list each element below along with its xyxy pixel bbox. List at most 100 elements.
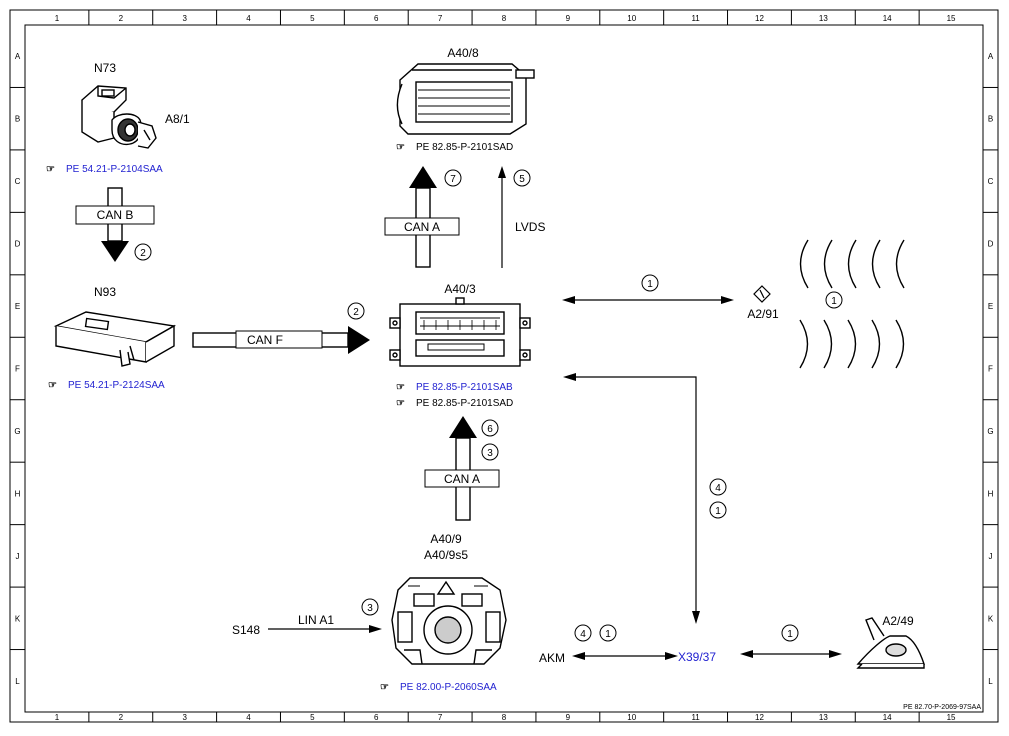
bus-lvds: LVDS (515, 220, 545, 234)
bus-lin-a1: LIN A1 (298, 613, 334, 627)
marker-can-a-bottom-2-text: 3 (487, 448, 493, 459)
bus-can-a-top: CAN A (404, 220, 440, 234)
grid-label: D (15, 240, 21, 249)
marker-a2-49-link-text: 1 (787, 629, 793, 640)
roof-antenna-image (856, 617, 925, 669)
grid-label: 5 (310, 14, 315, 23)
link-x39-37[interactable]: X39/37 (678, 650, 716, 664)
grid-label: H (15, 489, 21, 498)
marker-can-a-bottom-1-text: 6 (487, 424, 493, 435)
grid-label: L (988, 677, 993, 686)
grid-label: 5 (310, 713, 315, 722)
grid-label: 12 (755, 14, 764, 23)
label-s148: S148 (232, 623, 260, 637)
grid-label: A (988, 52, 994, 61)
grid-label: 8 (502, 14, 507, 23)
ref-a40-8-text: PE 82.85-P-2101SAD (416, 142, 513, 153)
ref-a40-9-link[interactable]: PE 82.00-P-2060SAA (400, 682, 497, 693)
marker-x39-vertical-1 (709, 478, 727, 496)
grid-label: A (15, 52, 21, 61)
ref-n93-link[interactable]: PE 54.21-P-2124SAA (68, 380, 165, 391)
grid-label: B (988, 115, 993, 124)
ref-a40-3-link[interactable]: PE 82.85-P-2101SAB (416, 382, 513, 393)
marker-can-b (134, 243, 152, 261)
grid-label: E (988, 302, 993, 311)
grid-label: K (988, 614, 994, 623)
marker-akm-1-text: 4 (580, 629, 586, 640)
inner-border (24, 24, 984, 713)
grid-label: 10 (627, 14, 636, 23)
can-a-bottom-arrow: CAN A (424, 416, 500, 521)
ignition-lock-image (81, 85, 157, 149)
link-akm (572, 652, 678, 660)
grid-label: F (988, 365, 993, 374)
grid-label: 15 (947, 713, 956, 722)
head-unit-a40-3-image (389, 297, 531, 367)
ref-n93: ☞ PE 54.21-P-2124SAA (48, 380, 165, 391)
label-a8-1: A8/1 (165, 112, 190, 126)
marker-can-a-top-text: 7 (450, 174, 456, 185)
grid-label: 8 (502, 713, 507, 722)
label-n93: N93 (94, 285, 116, 299)
marker-can-a-top (444, 169, 462, 187)
link-a2-91 (562, 296, 734, 304)
marker-can-b-text: 2 (140, 248, 146, 259)
document-id: PE 82.70-P-2069-97SAA (903, 704, 981, 711)
marker-can-a-bottom-1 (481, 419, 499, 437)
ref-a40-3-text: PE 82.85-P-2101SAD (416, 398, 513, 409)
marker-x39-vertical-2 (709, 501, 727, 519)
grid-label: 11 (691, 713, 700, 722)
grid-label: 13 (819, 713, 828, 722)
label-n73: N73 (94, 61, 116, 75)
label-a40-9s5: A40/9s5 (424, 548, 468, 562)
grid-label: 9 (566, 713, 571, 722)
bus-can-a-bottom: CAN A (444, 472, 480, 486)
marker-can-f-text: 2 (353, 307, 359, 318)
n93-module-image (53, 311, 177, 367)
grid-label: 14 (883, 713, 892, 722)
marker-can-a-bottom-2 (481, 443, 499, 461)
book-icon: ☞ (46, 164, 55, 175)
grid-label: 13 (819, 14, 828, 23)
book-icon: ☞ (396, 398, 405, 409)
book-icon: ☞ (396, 382, 405, 393)
grid-label: 2 (119, 14, 124, 23)
grid-label: G (14, 427, 20, 436)
marker-lvds-text: 5 (519, 174, 525, 185)
ref-n73: ☞ PE 54.21-P-2104SAA (46, 164, 163, 175)
book-icon: ☞ (48, 380, 57, 391)
ref-n73-link[interactable]: PE 54.21-P-2104SAA (66, 164, 163, 175)
marker-lin-text: 3 (367, 603, 373, 614)
ref-a40-8: ☞ PE 82.85-P-2101SAD (396, 142, 513, 153)
grid-label: 2 (119, 713, 124, 722)
grid-labels: 1122334455667788991010111112121313141415… (14, 14, 993, 722)
grid-label: 12 (755, 713, 764, 722)
marker-can-f (347, 302, 365, 320)
book-icon: ☞ (380, 682, 389, 693)
grid-label: C (15, 177, 21, 186)
grid-label: D (988, 240, 994, 249)
grid-label: 6 (374, 713, 379, 722)
grid-label: 4 (246, 713, 251, 722)
marker-a2-49-link (781, 624, 799, 642)
link-x39-37-vertical (563, 373, 700, 624)
lin-a1-arrow (268, 625, 382, 633)
label-a40-9: A40/9 (430, 532, 462, 546)
marker-waves-text: 1 (831, 296, 837, 307)
bus-can-f: CAN F (247, 333, 283, 347)
label-a2-91: A2/91 (747, 307, 779, 321)
grid-label: 3 (182, 14, 187, 23)
grid-label: 4 (246, 14, 251, 23)
grid-label: L (15, 677, 20, 686)
marker-waves (825, 291, 843, 309)
lvds-arrow (498, 166, 506, 268)
ref-a40-9: ☞ PE 82.00-P-2060SAA (380, 682, 497, 693)
marker-lin (361, 598, 379, 616)
display-a40-8-image (396, 63, 535, 135)
ref-a40-3: ☞ PE 82.85-P-2101SAB ☞ PE 82.85-P-2101SA… (396, 382, 513, 409)
grid-label: H (988, 489, 994, 498)
marker-lvds (513, 169, 531, 187)
grid-label: 1 (55, 713, 60, 722)
book-icon: ☞ (396, 142, 405, 153)
